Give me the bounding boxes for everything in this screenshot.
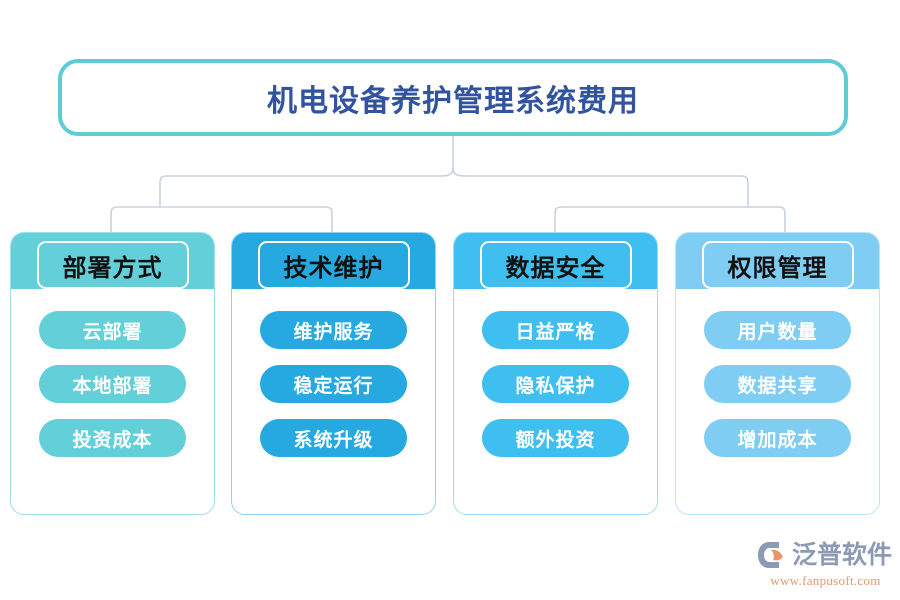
item-pill[interactable]: 额外投资 — [482, 419, 629, 457]
item-pill[interactable]: 隐私保护 — [482, 365, 629, 403]
category-header-inner: 部署方式 — [36, 241, 189, 289]
item-pill[interactable]: 增加成本 — [704, 419, 851, 457]
item-pill[interactable]: 本地部署 — [39, 365, 186, 403]
category-header-inner: 权限管理 — [701, 241, 854, 289]
category-card-permissions[interactable]: 权限管理 用户数量 数据共享 增加成本 — [675, 232, 880, 515]
item-pill[interactable]: 用户数量 — [704, 311, 851, 349]
category-card-data-security[interactable]: 数据安全 日益严格 隐私保护 额外投资 — [453, 232, 658, 515]
category-title: 权限管理 — [727, 254, 828, 282]
category-card-deployment[interactable]: 部署方式 云部署 本地部署 投资成本 — [10, 232, 215, 515]
category-items-permissions: 用户数量 数据共享 增加成本 — [676, 289, 879, 457]
category-title: 部署方式 — [62, 254, 163, 282]
item-pill[interactable]: 日益严格 — [482, 311, 629, 349]
category-header-data-security: 数据安全 — [454, 233, 657, 289]
category-header-inner: 数据安全 — [479, 241, 632, 289]
category-header-maintenance: 技术维护 — [232, 233, 435, 289]
item-pill[interactable]: 维护服务 — [260, 311, 407, 349]
category-items-maintenance: 维护服务 稳定运行 系统升级 — [232, 289, 435, 457]
category-card-maintenance[interactable]: 技术维护 维护服务 稳定运行 系统升级 — [231, 232, 436, 515]
item-pill[interactable]: 系统升级 — [260, 419, 407, 457]
category-header-inner: 技术维护 — [257, 241, 410, 289]
category-header-permissions: 权限管理 — [676, 233, 879, 289]
category-items-deployment: 云部署 本地部署 投资成本 — [11, 289, 214, 457]
logo-website-url: www.fanpusoft.com — [770, 573, 881, 588]
item-pill[interactable]: 云部署 — [39, 311, 186, 349]
logo-row: 泛普软件 — [757, 538, 897, 572]
item-pill[interactable]: 稳定运行 — [260, 365, 407, 403]
category-items-data-security: 日益严格 隐私保护 额外投资 — [454, 289, 657, 457]
item-pill[interactable]: 数据共享 — [704, 365, 851, 403]
diagram-title-box: 机电设备养护管理系统费用 — [58, 59, 848, 136]
company-logo: 泛普软件 www.fanpusoft.com — [757, 538, 897, 590]
category-header-deployment: 部署方式 — [11, 233, 214, 289]
category-title: 数据安全 — [505, 254, 606, 282]
logo-company-name: 泛普软件 — [792, 541, 893, 569]
category-title: 技术维护 — [283, 254, 384, 282]
diagram-title: 机电设备养护管理系统费用 — [267, 84, 639, 118]
item-pill[interactable]: 投资成本 — [39, 419, 186, 457]
fanpu-logo-icon — [758, 542, 783, 568]
